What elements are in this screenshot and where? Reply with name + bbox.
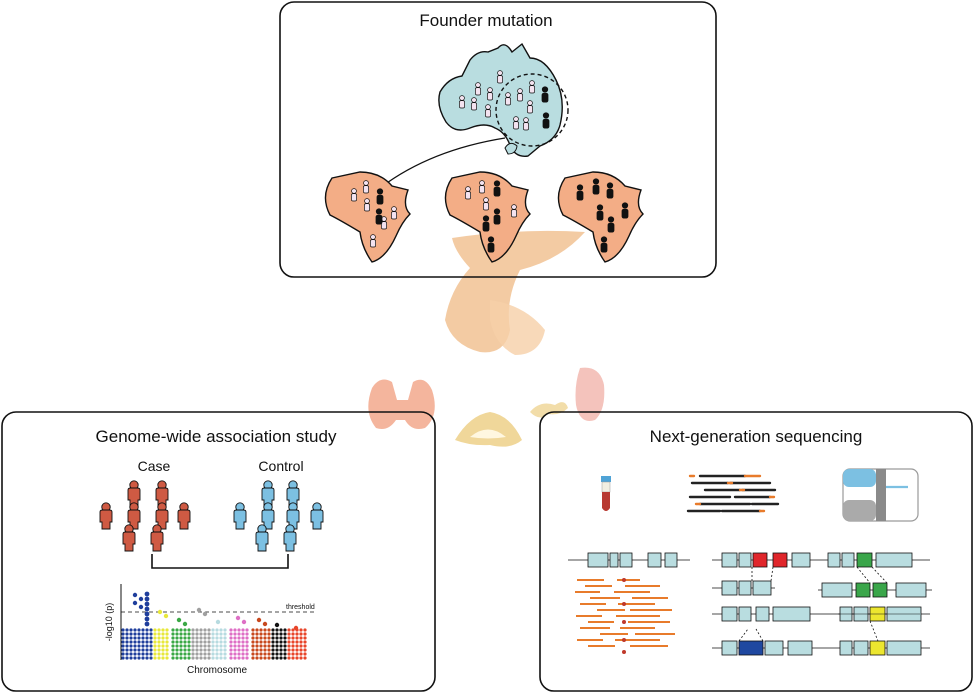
pituitary-organ (445, 230, 585, 353)
x-axis-label: Chromosome (187, 665, 247, 676)
thyroid-organ (368, 379, 435, 429)
kidney-organ (575, 367, 605, 421)
continent-africa (324, 171, 411, 263)
threshold-label: threshold (286, 604, 315, 611)
sequencer-icon (842, 468, 919, 522)
panel-title: Genome-wide association study (96, 427, 337, 446)
continent-africa (444, 171, 531, 263)
continent-australia (438, 42, 563, 157)
comparison-bracket (151, 554, 289, 569)
gwas-panel: Genome-wide association study Case Contr… (1, 411, 436, 692)
adrenal-organ (530, 402, 568, 418)
pancreas-organ (455, 412, 522, 447)
blood-tube-icon (601, 476, 611, 511)
continent-africa (557, 171, 644, 263)
manhattan-plot: threshold -log10 (p) Chromosome (104, 584, 316, 676)
variant-models (712, 552, 932, 656)
founder-circle (495, 73, 569, 147)
endocrine-organs (368, 230, 605, 447)
panel-title: Founder mutation (419, 11, 552, 30)
y-axis-label: -log10 (p) (104, 603, 114, 642)
gene-model (568, 552, 690, 654)
control-label: Control (258, 458, 303, 474)
case-group (99, 480, 191, 552)
migration-arrow (379, 137, 506, 189)
case-label: Case (138, 458, 171, 474)
founder-mutation-panel: Founder mutation (279, 1, 717, 278)
control-group (233, 480, 324, 552)
pituitary-lobe (490, 300, 545, 355)
sequencing-reads-icon (686, 474, 780, 513)
panel-title: Next-generation sequencing (650, 427, 863, 446)
ngs-panel: Next-generation sequencing (539, 411, 973, 692)
